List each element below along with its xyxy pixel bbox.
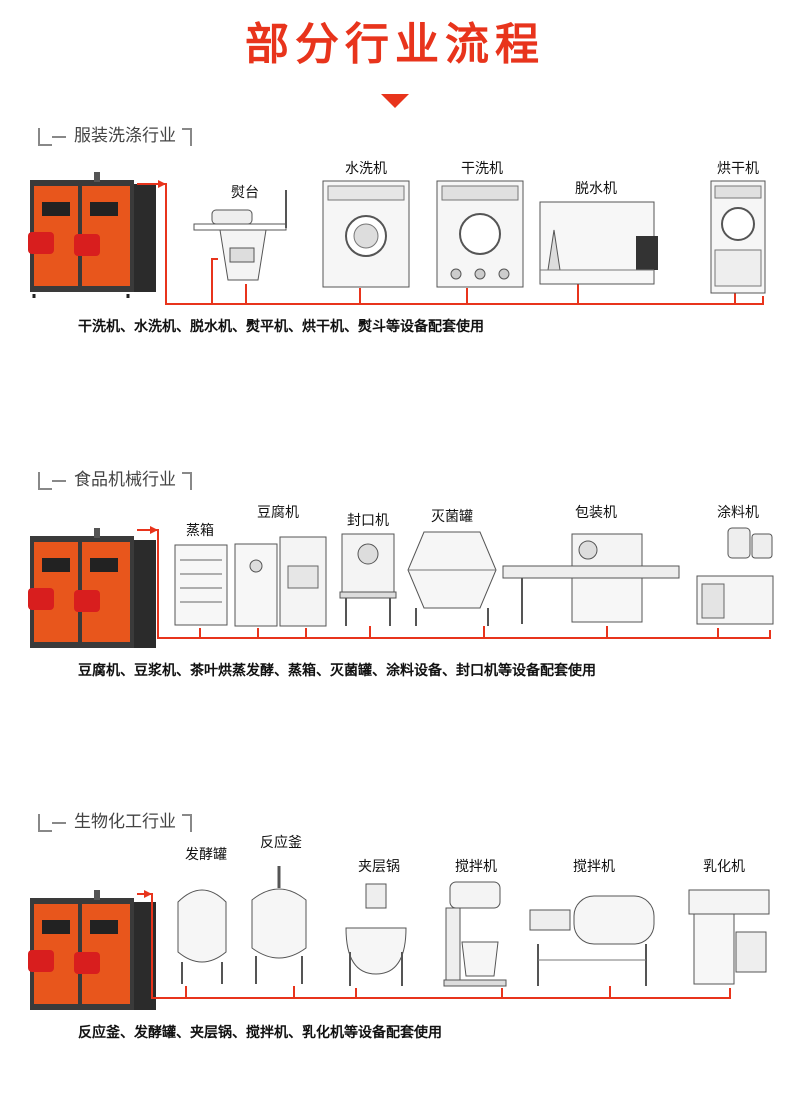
section-biochemical: 生物化工行业 发酵罐 反应釜 夹层锅 xyxy=(0,810,790,1110)
dry-cleaning-machine xyxy=(436,180,524,288)
equipment-label: 反应釜 xyxy=(260,835,302,851)
section-label-text: 服装洗涤行业 xyxy=(74,126,176,146)
equipment-label: 蒸箱 xyxy=(186,523,214,539)
tofu-machine xyxy=(234,536,327,627)
down-arrow-icon xyxy=(381,94,409,108)
spin-dryer xyxy=(539,201,658,285)
equipment-label: 涂料机 xyxy=(717,505,759,521)
equipment-label: 豆腐机 xyxy=(257,505,299,521)
equipment-label: 发酵罐 xyxy=(185,847,227,863)
equipment-label: 搅拌机 xyxy=(455,859,497,875)
section-caption: 豆腐机、豆浆机、茶叶烘蒸发酵、蒸箱、灭菌罐、涂料设备、封口机等设备配套使用 xyxy=(78,663,596,679)
washing-machine xyxy=(322,180,410,288)
jacketed-kettle xyxy=(345,883,407,986)
section-garment-washing: 服装洗涤行业 熨台 水洗机 xyxy=(0,124,790,424)
equipment-label: 干洗机 xyxy=(461,161,503,177)
equipment-label: 封口机 xyxy=(347,513,389,529)
sealing-machine xyxy=(339,533,397,626)
steam-pipeline xyxy=(137,526,771,639)
section-caption: 反应釜、发酵罐、夹层锅、搅拌机、乳化机等设备配套使用 xyxy=(78,1025,442,1041)
equipment-label: 烘干机 xyxy=(717,161,759,177)
equipment-label: 搅拌机 xyxy=(573,859,615,875)
section-label: 服装洗涤行业 xyxy=(38,124,192,148)
coating-machine xyxy=(696,527,774,625)
equipment-label: 水洗机 xyxy=(345,161,387,177)
equipment-label: 灭菌罐 xyxy=(431,509,473,525)
equipment-label: 脱水机 xyxy=(575,181,617,197)
mixer xyxy=(529,895,655,986)
packaging-machine xyxy=(502,533,680,624)
equipment-label: 乳化机 xyxy=(703,859,745,875)
section-label: 生物化工行业 xyxy=(38,810,192,834)
reaction-kettle xyxy=(251,866,307,984)
steam-boiler-icon xyxy=(28,890,156,1010)
emulsifier xyxy=(688,889,770,985)
steam-boiler-icon xyxy=(28,528,156,648)
section-label-text: 生物化工行业 xyxy=(74,812,176,832)
mixer xyxy=(443,881,507,987)
section-food-machinery: 食品机械行业 蒸箱 豆腐机 xyxy=(0,468,790,768)
equipment-label: 熨台 xyxy=(231,185,259,201)
steam-pipeline xyxy=(137,890,731,999)
steam-pipeline xyxy=(137,180,764,305)
section-label-text: 食品机械行业 xyxy=(74,470,176,490)
page-title: 部分行业流程 xyxy=(245,19,545,70)
equipment-label: 夹层锅 xyxy=(358,859,400,875)
section-label: 食品机械行业 xyxy=(38,468,192,492)
equipment-label: 包装机 xyxy=(575,505,617,521)
steam-cabinet xyxy=(174,544,228,626)
tumble-dryer xyxy=(710,180,766,294)
sterilization-tank xyxy=(407,531,497,626)
ironing-table xyxy=(193,190,287,281)
steam-boiler-icon xyxy=(28,172,156,298)
fermentation-tank xyxy=(177,889,227,984)
section-caption: 干洗机、水洗机、脱水机、熨平机、烘干机、熨斗等设备配套使用 xyxy=(78,319,484,335)
